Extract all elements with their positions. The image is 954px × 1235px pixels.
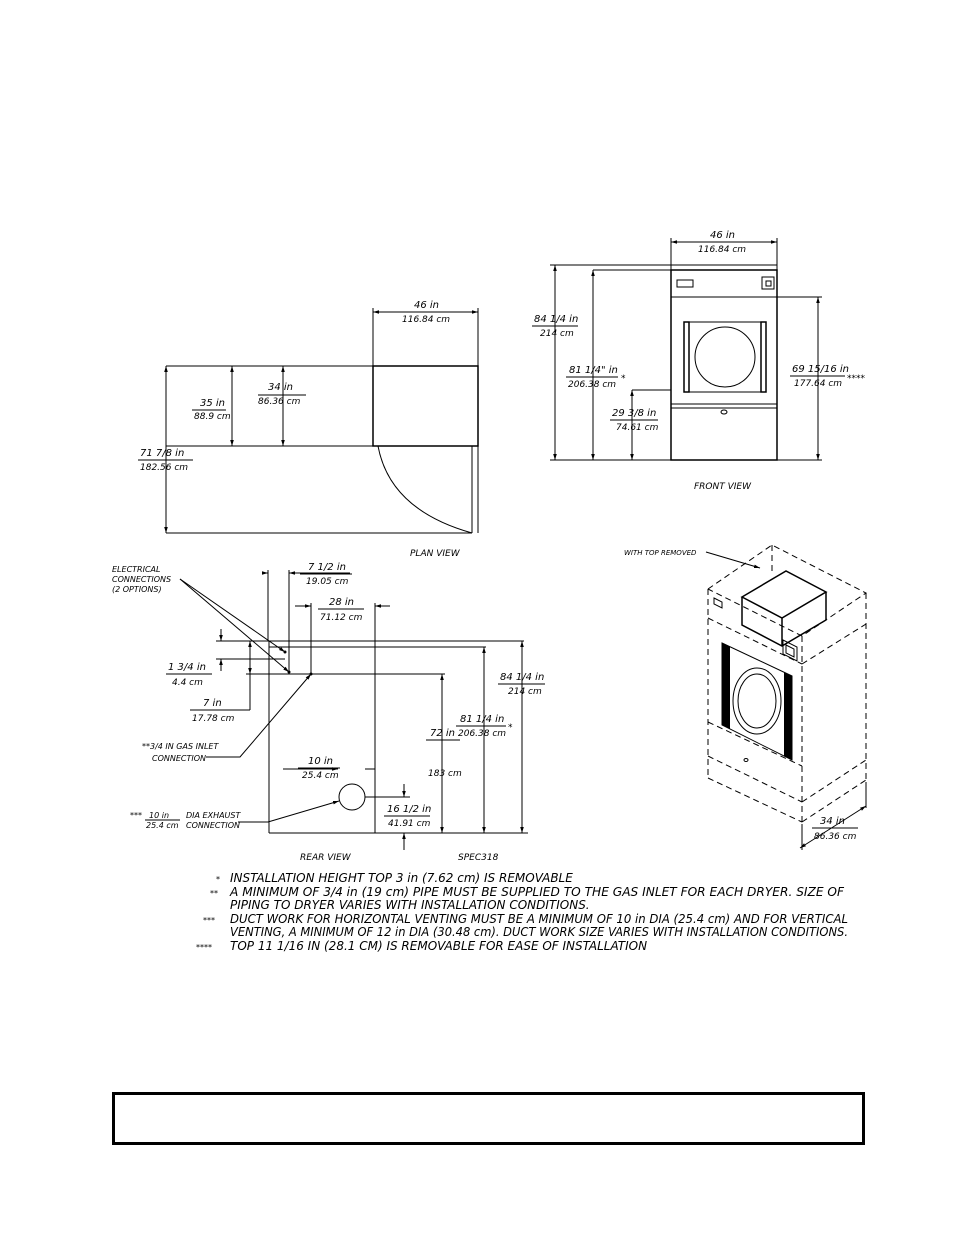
front-h1-cm: 214 cm [540,329,574,339]
iso-door-window [732,667,782,735]
iso-door-frame [721,642,793,761]
front-h4-mark: **** [847,374,866,384]
rear-exh-in: 10 in [149,811,169,820]
note-4-mark: **** [196,943,212,952]
note-3-line-2: VENTING, A MINIMUM OF 12 in DIA (30.48 c… [230,925,848,939]
front-width-in: 46 in [710,230,735,241]
rear-d1-cm: 19.05 cm [306,577,349,587]
plan-b-cm: 86.36 cm [258,397,301,407]
rear-d3-in: 1 3/4 in [168,662,206,673]
front-h1-in: 84 1/4 in [534,314,578,325]
isometric-view: WITH TOP REMOVED 34 in 86.36 cm [624,544,867,850]
plan-a-in: 35 in [200,398,225,409]
plan-a-cm: 88.9 cm [194,412,231,422]
rear-exh-label-1: DIA EXHAUST [186,811,241,820]
front-h3-in: 29 3/8 in [612,408,656,419]
rear-d6-cm: 41.91 cm [388,819,431,829]
note-3-line-1: DUCT WORK FOR HORIZONTAL VENTING MUST BE… [230,912,848,926]
front-h4-in: 69 15/16 in [792,364,849,375]
rear-d8-mark: * [508,723,513,733]
plan-b-in: 34 in [268,382,293,393]
note-3-mark: *** [203,916,215,925]
rear-d2-in: 28 in [329,597,354,608]
plan-width-in: 46 in [414,300,439,311]
note-1-mark: * [216,875,220,884]
iso-label: WITH TOP REMOVED [624,549,697,557]
plan-machine-outline [372,365,479,447]
front-control-panel-icon [676,279,694,288]
iso-depth-cm: 86.36 cm [814,832,857,842]
rear-d1-in: 7 1/2 in [308,562,346,573]
plan-c-cm: 182.56 cm [140,463,188,473]
front-door-frame [683,321,767,393]
rear-elec-label-1: ELECTRICAL [112,565,160,574]
rear-d3-cm: 4.4 cm [172,678,203,688]
rear-d8-in: 81 1/4 in [460,714,504,725]
rear-d7-in: 72 in [430,728,455,739]
note-2-line-1: A MINIMUM OF 3/4 in (19 cm) PIPE MUST BE… [229,885,845,899]
rear-d4-cm: 17.78 cm [192,714,235,724]
rear-d5-in: 10 in [308,756,333,767]
rear-gas-label-1: **3/4 IN GAS INLET [142,742,219,751]
front-caption: FRONT VIEW [694,482,752,492]
plan-view: 46 in 116.84 cm 35 in 88.9 cm 34 in 86.3… [138,300,479,559]
rear-d7-cm: 183 cm [428,769,462,779]
front-h2-cm: 206.38 cm [568,380,616,390]
rear-exhaust-port [338,783,366,811]
iso-depth-in: 34 in [820,816,845,827]
rear-exh-cm: 25.4 cm [146,821,179,830]
rear-d5-cm: 25.4 cm [302,771,339,781]
rear-caption: REAR VIEW [300,853,352,863]
rear-elec-label-3: (2 OPTIONS) [112,585,162,594]
front-h4-cm: 177.64 cm [794,379,842,389]
front-display-icon [761,276,775,290]
note-2-mark: ** [210,889,218,898]
notes: * INSTALLATION HEIGHT TOP 3 in (7.62 cm)… [196,871,848,953]
front-h3-cm: 74.61 cm [616,423,659,433]
note-4-line-1: TOP 11 1/16 IN (28.1 CM) IS REMOVABLE FO… [230,939,647,953]
front-h2-mark: * [621,374,626,384]
note-1-line-1: INSTALLATION HEIGHT TOP 3 in (7.62 cm) I… [230,871,573,885]
rear-exh-mark: *** [130,811,142,820]
rear-exh-label-2: CONNECTION [186,821,240,830]
rear-d9-cm: 214 cm [508,687,542,697]
front-view: 46 in 116.84 cm 84 1/4 in 214 cm 81 1/4"… [532,230,866,492]
iso-top-block [740,570,828,619]
front-door-window [694,326,756,388]
rear-d9-in: 84 1/4 in [500,672,544,683]
plan-width-cm: 116.84 cm [402,315,450,325]
rear-d8-cm: 206.38 cm [458,729,506,739]
rear-d4-in: 7 in [203,698,222,709]
rear-gas-label-2: CONNECTION [152,754,206,763]
plan-c-in: 71 7/8 in [140,448,184,459]
front-width-cm: 116.84 cm [698,245,746,255]
plan-door-swing [377,445,473,534]
footer-box [112,1092,865,1145]
iso-control-panel [782,639,798,662]
rear-spec: SPEC318 [458,853,499,863]
note-2-line-2: PIPING TO DRYER VARIES WITH INSTALLATION… [230,898,590,912]
plan-caption: PLAN VIEW [410,549,461,559]
rear-d2-cm: 71.12 cm [320,613,363,623]
front-h2-in: 81 1/4" in [569,365,618,376]
rear-elec-label-2: CONNECTIONS [112,575,171,584]
rear-d6-in: 16 1/2 in [387,804,431,815]
rear-view: 7 1/2 in 19.05 cm 28 in 71.12 cm 1 3/4 i… [112,562,545,863]
